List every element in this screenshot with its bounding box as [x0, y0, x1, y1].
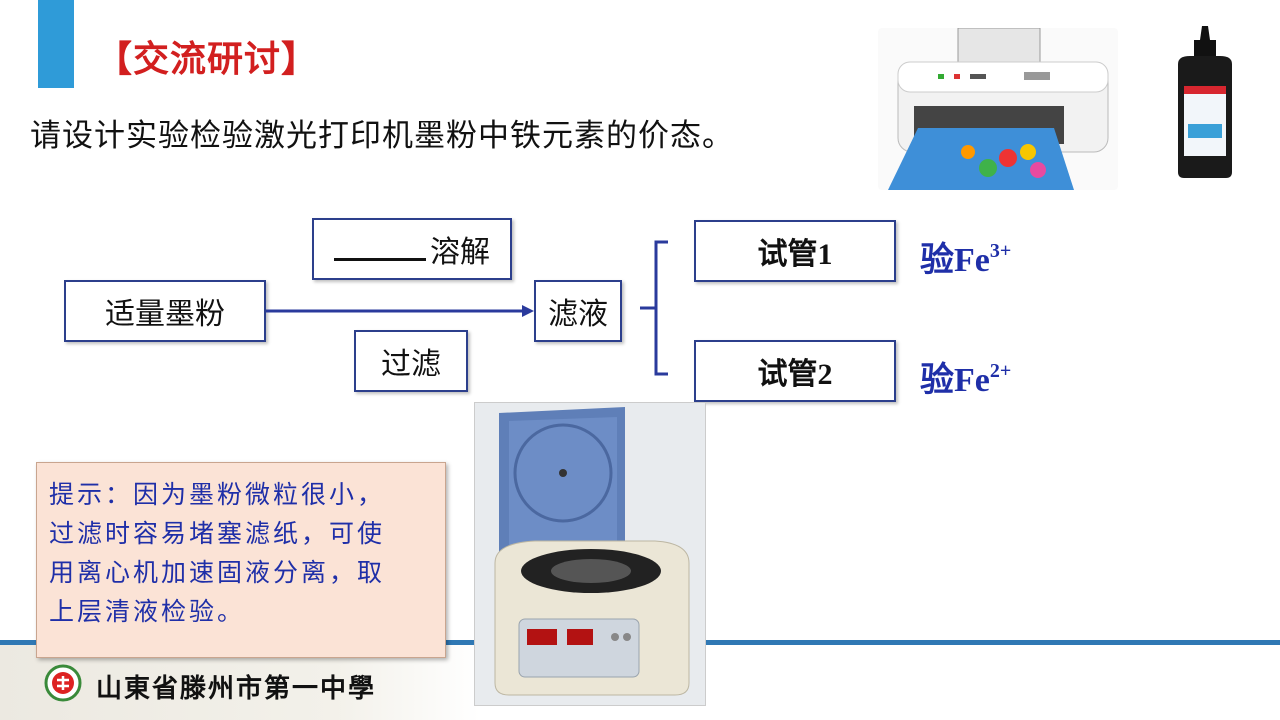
- school-name: 山東省滕州市第一中學: [96, 674, 377, 704]
- tube2-box: 试管2: [694, 340, 896, 402]
- printer-icon: [888, 28, 1109, 190]
- filter-box: 过滤: [354, 330, 468, 392]
- toner-bottle-icon: [1178, 26, 1232, 178]
- dissolve-label: 溶解: [430, 235, 490, 270]
- dissolve-box: 溶解: [312, 218, 512, 280]
- centrifuge-icon: [494, 407, 690, 696]
- hint-line: 提示：因为墨粉微粒很小，: [49, 480, 386, 509]
- tube2-label: 试管2: [757, 358, 833, 391]
- school-emblem-icon: [44, 664, 82, 702]
- hint-line: 过滤时容易堵塞滤纸，可使: [49, 519, 386, 548]
- test-fe2-label: 验Fe2+: [920, 360, 1012, 399]
- flow-arrow-head: [522, 305, 534, 317]
- start-label: 适量墨粉: [105, 297, 225, 332]
- tube1-label: 试管1: [757, 238, 833, 271]
- accent-bar: [38, 0, 74, 88]
- hint-box: 提示：因为墨粉微粒很小， 过滤时容易堵塞滤纸，可使 用离心机加速固液分离，取 上…: [36, 462, 446, 658]
- printer-image: [878, 28, 1118, 190]
- filtrate-box: 滤液: [534, 280, 622, 342]
- tube1-box: 试管1: [694, 220, 896, 282]
- test-fe3-label: 验Fe3+: [920, 240, 1012, 279]
- branch-bracket: [654, 240, 668, 376]
- toner-bottle-image: [1160, 24, 1250, 184]
- hint-line: 上层清液检验。: [49, 597, 246, 626]
- fe2-charge: 2+: [989, 360, 1012, 382]
- hint-line: 用离心机加速固液分离，取: [49, 558, 386, 587]
- dissolve-blank: [334, 238, 426, 261]
- filter-label: 过滤: [381, 347, 441, 382]
- centrifuge-image: [474, 402, 706, 706]
- page-title: 【交流研讨】: [96, 39, 319, 80]
- fe3-charge: 3+: [989, 240, 1012, 262]
- filtrate-label: 滤液: [548, 297, 608, 332]
- start-box: 适量墨粉: [64, 280, 266, 342]
- question-text: 请设计实验检验激光打印机墨粉中铁元素的价态。: [30, 118, 734, 154]
